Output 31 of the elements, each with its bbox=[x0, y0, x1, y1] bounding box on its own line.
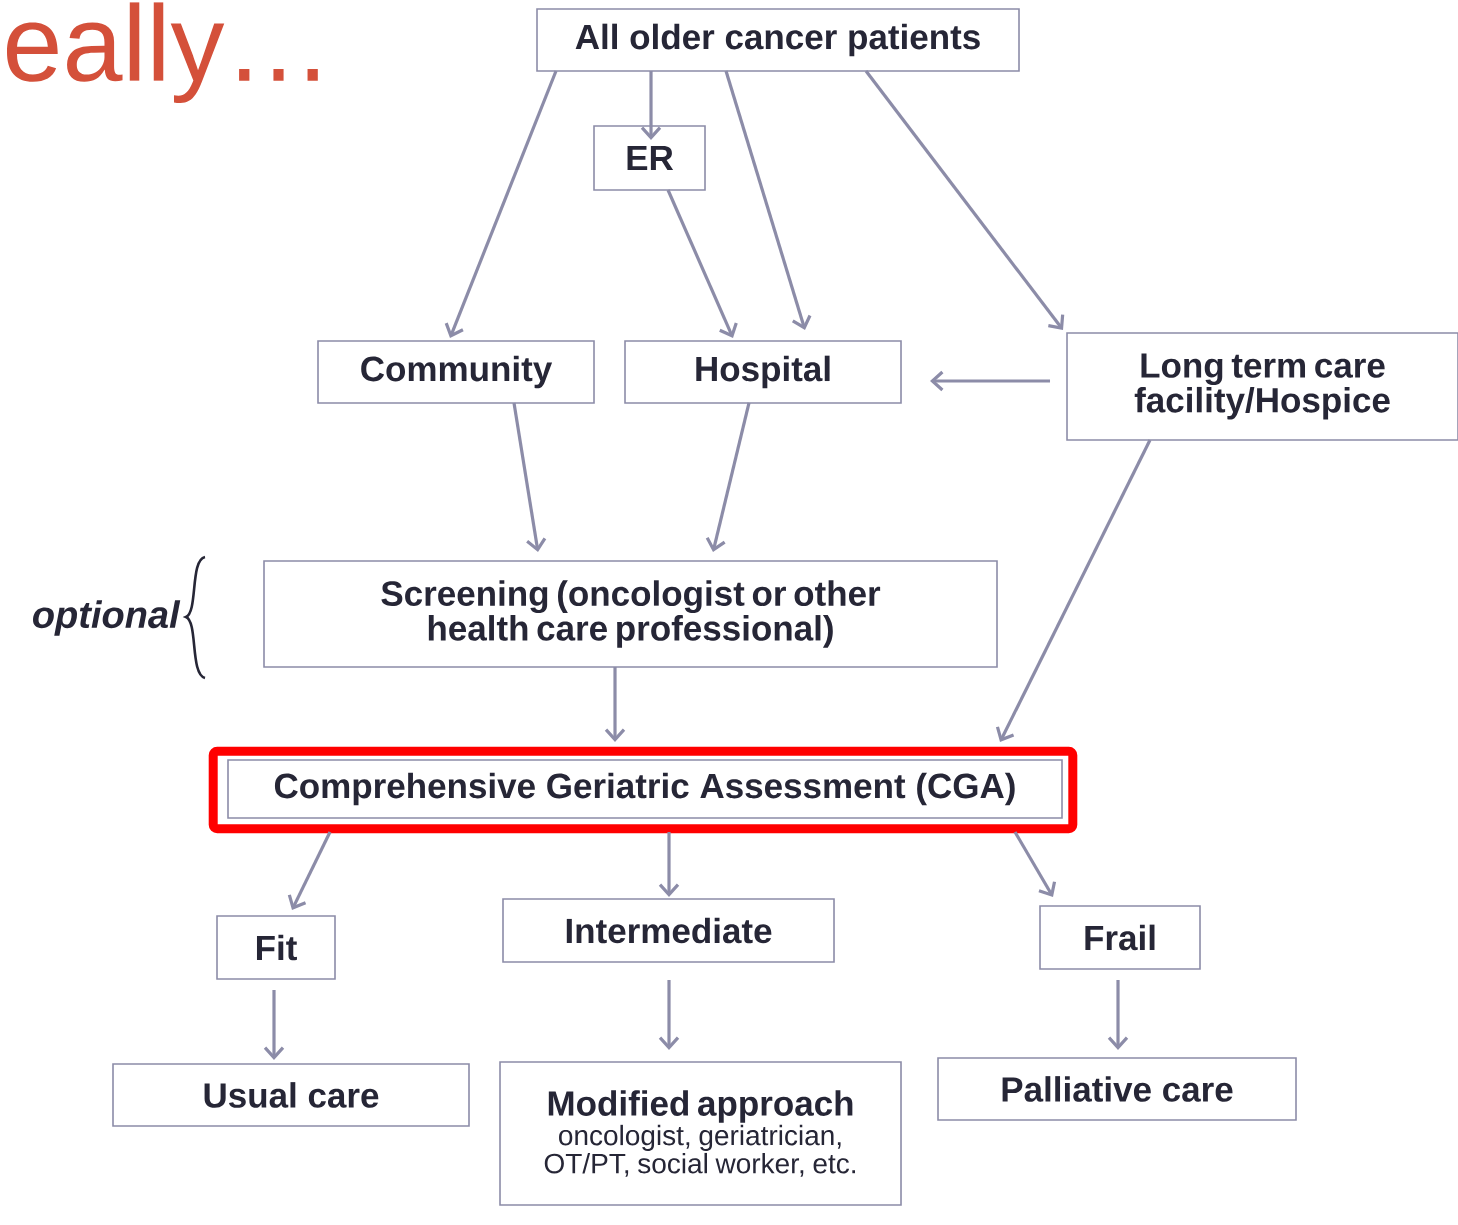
arrow bbox=[705, 402, 751, 552]
arrow bbox=[995, 439, 1152, 742]
highlighted-box: Comprehensive Geriatric Assessment (CGA) bbox=[208, 746, 1078, 834]
arrow bbox=[1107, 980, 1129, 1050]
arrow bbox=[1013, 831, 1057, 897]
arrow bbox=[444, 70, 558, 338]
arrow bbox=[640, 71, 662, 140]
process-box: Frail bbox=[1039, 905, 1201, 970]
arrow bbox=[263, 990, 285, 1060]
arrow bbox=[604, 667, 626, 742]
arrow bbox=[658, 980, 680, 1050]
arrow bbox=[724, 70, 812, 330]
process-box: Screening (oncologist or other health care professional) bbox=[263, 560, 998, 668]
process-box: Palliative care bbox=[937, 1057, 1297, 1121]
process-box: Modified approach oncologist, geriatrician, OT/PT, social worker, etc. bbox=[499, 1061, 902, 1206]
arrow bbox=[658, 832, 680, 897]
process-box: Fit bbox=[216, 915, 336, 980]
process-box: Long term care facility/Hospice bbox=[1066, 332, 1458, 441]
arrow bbox=[864, 70, 1065, 330]
process-box: Usual care bbox=[112, 1063, 470, 1127]
process-box: ER bbox=[593, 125, 706, 191]
side-label: optional bbox=[33, 600, 181, 636]
process-box: All older cancer patients bbox=[536, 8, 1020, 72]
process-box: Hospital bbox=[624, 340, 902, 404]
arrow bbox=[930, 370, 1050, 392]
slide-title: eally… bbox=[7, 2, 318, 104]
process-box: Community bbox=[317, 340, 595, 404]
arrow bbox=[287, 831, 332, 910]
arrow bbox=[666, 189, 738, 338]
process-box: Intermediate bbox=[502, 898, 835, 963]
arrow bbox=[512, 402, 547, 552]
